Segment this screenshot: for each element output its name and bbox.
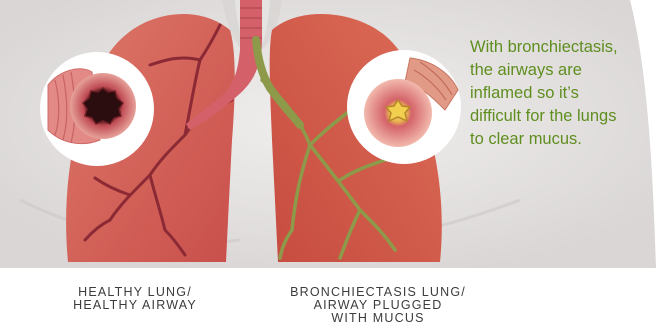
open-airway-cross-section-icon bbox=[40, 52, 154, 166]
mucus-plugged-airway-cross-section-icon bbox=[347, 50, 461, 164]
description-line: difficult for the lungs bbox=[470, 105, 656, 128]
description-line: the airways are bbox=[470, 59, 656, 82]
description-line: inflamed so it’s bbox=[470, 82, 656, 105]
healthy-lung-caption: HEALTHY LUNG/ HEALTHY AIRWAY bbox=[45, 286, 225, 312]
description-line: With bronchiectasis, bbox=[470, 36, 656, 59]
description-line: to clear mucus. bbox=[470, 128, 656, 151]
caption-line: HEALTHY AIRWAY bbox=[45, 299, 225, 312]
bronchiectasis-lung-caption: BRONCHIECTASIS LUNG/ AIRWAY PLUGGED WITH… bbox=[268, 286, 488, 325]
caption-line: WITH MUCUS bbox=[268, 312, 488, 325]
bronchiectasis-description: With bronchiectasis, the airways are inf… bbox=[470, 36, 656, 151]
